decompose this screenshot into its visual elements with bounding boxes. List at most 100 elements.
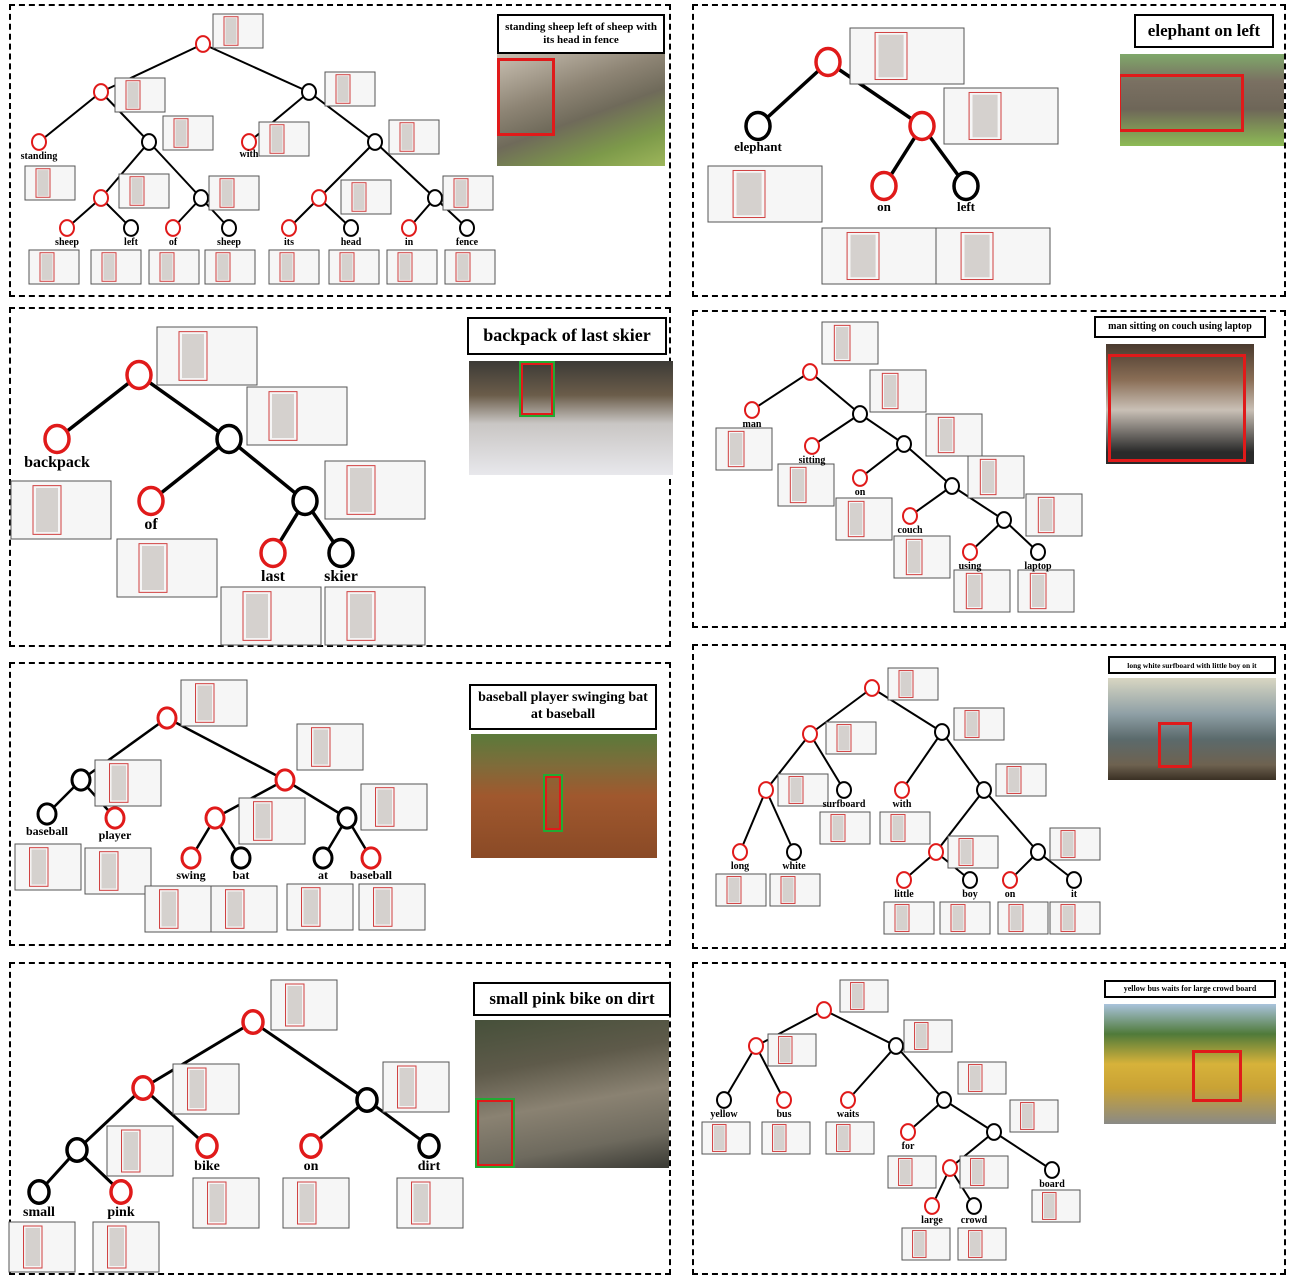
word-label: using	[959, 561, 982, 572]
word-label: board	[1039, 1179, 1065, 1190]
word-label: surfboard	[823, 799, 866, 810]
attention-box	[32, 485, 62, 535]
attention-highlight	[728, 877, 740, 903]
word-label: couch	[898, 525, 923, 536]
attention-highlight	[780, 1037, 791, 1063]
tree-edge	[202, 43, 310, 93]
word-label: player	[99, 828, 132, 842]
tree-edge	[252, 1020, 368, 1102]
relevant-node	[870, 170, 898, 202]
relevant-node	[259, 537, 287, 569]
attention-highlight	[341, 254, 353, 280]
node	[141, 133, 157, 151]
attention-box	[253, 801, 273, 841]
node	[1044, 1161, 1060, 1179]
node	[336, 806, 358, 830]
attention-highlight	[730, 433, 743, 465]
word-label: with	[893, 799, 912, 810]
relevant-node	[195, 1133, 219, 1159]
attention-highlight	[896, 905, 908, 931]
relevant-node	[360, 846, 382, 870]
attention-highlight	[103, 254, 115, 280]
tree-edge	[284, 778, 348, 820]
relevant-node	[299, 1133, 323, 1159]
attention-box	[847, 500, 865, 538]
word-label: with	[240, 149, 259, 160]
attention-box	[285, 983, 305, 1027]
query-box: elephant on left	[1134, 14, 1274, 48]
attention-box	[772, 1124, 787, 1152]
relevant-node	[902, 507, 918, 525]
attention-box	[1006, 766, 1022, 794]
node	[301, 83, 317, 101]
attention-highlight	[337, 76, 349, 102]
node	[966, 1197, 982, 1215]
node	[852, 405, 868, 423]
attention-highlight	[838, 1125, 849, 1151]
ground-truth-box	[543, 774, 563, 832]
attention-highlight	[41, 254, 53, 280]
attention-box	[195, 683, 215, 723]
relevant-node	[104, 806, 126, 830]
tree-edge	[756, 60, 830, 128]
tree-edge	[809, 687, 873, 735]
tree-edge	[827, 60, 923, 128]
relevant-node	[274, 768, 296, 792]
attention-highlight	[299, 1184, 315, 1222]
attention-highlight	[1010, 905, 1022, 931]
word-label: small	[23, 1205, 55, 1220]
attention-box	[850, 982, 865, 1010]
node	[888, 1037, 904, 1055]
relevant-node	[241, 133, 257, 151]
attention-box	[215, 252, 231, 282]
attention-highlight	[790, 777, 802, 803]
attention-highlight	[736, 172, 762, 216]
attention-highlight	[209, 1184, 225, 1222]
attention-box	[397, 1065, 417, 1109]
tree-edge	[809, 371, 861, 415]
attention-highlight	[377, 789, 393, 825]
relevant-node	[137, 485, 165, 517]
word-label: of	[169, 237, 178, 248]
relevant-node	[748, 1037, 764, 1055]
relevant-node	[928, 843, 944, 861]
tree-edge	[142, 1020, 254, 1090]
attention-box	[836, 724, 852, 752]
relevant-node	[93, 83, 109, 101]
word-label: on	[877, 199, 892, 214]
relevant-node	[125, 359, 153, 391]
attention-box	[159, 252, 175, 282]
tree-edge	[75, 1086, 145, 1152]
attention-box	[789, 466, 807, 504]
attention-box	[968, 1064, 983, 1092]
couch-photo	[1106, 344, 1254, 464]
word-label: large	[921, 1215, 943, 1226]
ground-truth-box	[519, 361, 555, 417]
node	[291, 485, 319, 517]
relevant-node	[942, 1159, 958, 1177]
word-label: it	[1071, 889, 1078, 900]
attention-highlight	[966, 711, 978, 737]
attention-box	[125, 80, 141, 110]
tree-edge	[983, 789, 1039, 853]
relevant-node	[814, 46, 842, 78]
attention-box	[898, 670, 914, 698]
attention-highlight	[413, 1184, 429, 1222]
tree-edge	[38, 91, 102, 143]
node	[367, 133, 383, 151]
attention-box	[912, 1230, 927, 1258]
relevant-node	[776, 1091, 792, 1109]
attention-highlight	[127, 82, 139, 108]
attention-highlight	[161, 254, 173, 280]
relevant-node	[311, 189, 327, 207]
attention-highlight	[1008, 767, 1020, 793]
attention-box	[39, 252, 55, 282]
attention-box	[836, 1124, 851, 1152]
relevant-node	[744, 401, 760, 419]
attention-highlight	[131, 178, 143, 204]
attention-box	[965, 572, 983, 610]
